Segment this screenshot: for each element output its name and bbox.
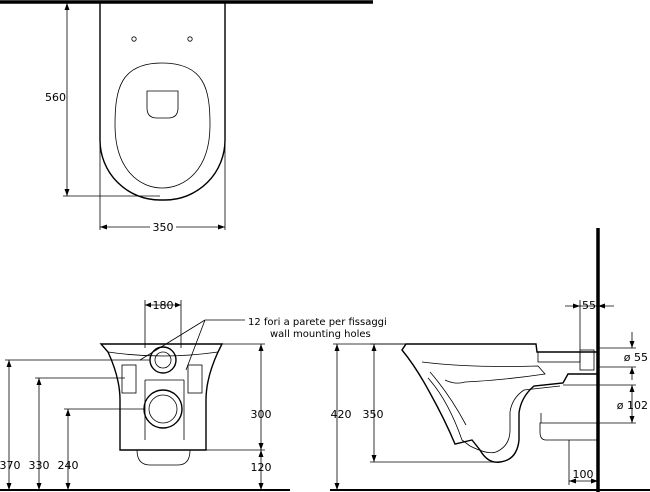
- dim-120-label: 120: [251, 461, 272, 474]
- outlet-pipe-outer: [143, 389, 183, 429]
- outlet-trap: [539, 422, 599, 441]
- dimension-420: 420: [331, 343, 406, 490]
- outlet-pipe-inner: [148, 394, 178, 424]
- dimension-330: 330: [29, 377, 125, 490]
- dim-420-label: 420: [331, 408, 352, 421]
- dim-350-side-label: 350: [363, 408, 384, 421]
- dimension-100: 100: [568, 440, 598, 485]
- dimension-120: 120: [251, 450, 272, 490]
- bowl-outer-outline: [99, 3, 226, 201]
- dim-55-top-label: 55: [582, 299, 596, 312]
- dimension-55-top: 55: [565, 299, 614, 350]
- seat-opening-outline: [114, 62, 211, 189]
- front-view: 180 12 fori a parete per fissaggi wall m…: [0, 299, 387, 491]
- dimension-width: 350: [99, 140, 226, 234]
- seat-fixing-hole-right: [187, 36, 193, 42]
- top-view: 560 350: [0, 0, 373, 234]
- dimension-350-side: 350: [363, 343, 500, 463]
- dim-330-label: 330: [29, 459, 50, 472]
- dimension-300: 300: [206, 343, 272, 451]
- mounting-holes-note: 12 fori a parete per fissaggi wall mount…: [139, 317, 387, 371]
- front-base: [136, 449, 191, 466]
- side-inner-bowl: [421, 361, 546, 384]
- dim-outlet-label: ø 102: [617, 399, 648, 412]
- dimension-hole-spacing: 180: [144, 299, 182, 348]
- dimension-inlet-diameter: ø 55: [598, 332, 648, 380]
- dim-hole-spacing-label: 180: [153, 299, 174, 312]
- inlet-sleeve: [579, 349, 595, 371]
- side-bowl-inner-curve: [427, 377, 561, 454]
- dim-300-label: 300: [251, 408, 272, 421]
- dimension-length: 560: [45, 2, 160, 197]
- dim-inlet-label: ø 55: [624, 351, 648, 364]
- note-english: wall mounting holes: [270, 329, 371, 340]
- side-view: 420 350 55 ø 55: [330, 228, 650, 492]
- note-italian: 12 fori a parete per fissaggi: [248, 317, 387, 328]
- inlet-connector: [537, 351, 581, 363]
- inlet-pipe-outer: [149, 346, 177, 374]
- side-bowl-inner-ledge: [429, 371, 467, 426]
- front-inner-rim: [107, 351, 219, 357]
- dim-length-label: 560: [45, 91, 66, 104]
- dim-370-label: 370: [0, 459, 21, 472]
- dimension-outlet-diameter: ø 102: [563, 384, 648, 424]
- dimension-370: 370: [0, 359, 150, 490]
- inlet-pipe-inner: [154, 351, 172, 369]
- dimension-240: 240: [58, 408, 145, 490]
- dim-100-label: 100: [573, 468, 594, 481]
- dim-width-label: 350: [153, 221, 174, 234]
- seat-fixing-hole-left: [131, 36, 137, 42]
- dim-240-label: 240: [58, 459, 79, 472]
- flush-outlet: [146, 90, 179, 119]
- front-fixing-slot-right: [187, 364, 203, 394]
- front-fixing-slot-left: [121, 364, 137, 394]
